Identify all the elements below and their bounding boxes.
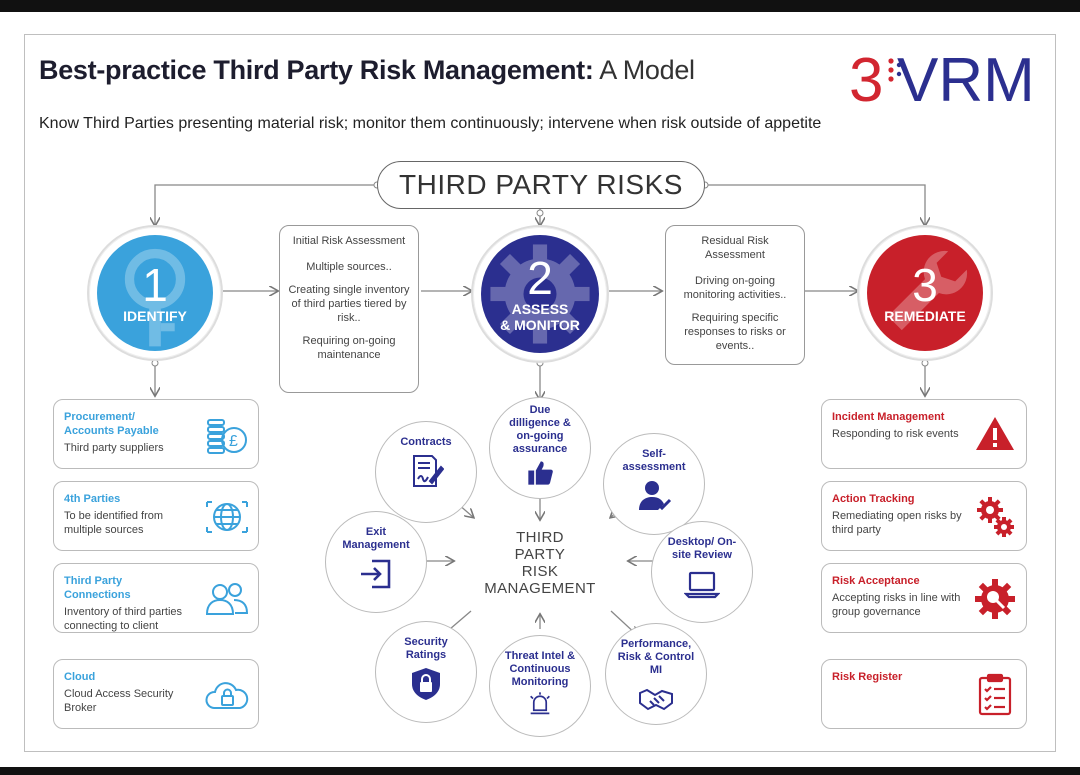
3vrm-logo: 3 VRM [849,46,1035,113]
card-4th-parties: 4th Parties To be identified from multip… [53,481,259,551]
wrench-icon [887,250,968,331]
initial-risk-line: Multiple sources.. [306,261,392,273]
ring-item-label: Threat Intel & Continuous Monitoring [504,650,576,688]
residual-risk-assessment-box: Residual Risk Assessment Driving on-goin… [665,225,805,365]
ring-center-line: MANAGEMENT [484,580,596,597]
ring-item-label: Exit Management [342,526,410,551]
logo-vrm: VRM [897,46,1035,113]
gear-icon [490,244,590,344]
card-incident-management: Incident Management Responding to risk e… [821,399,1027,469]
exit-icon [361,559,391,589]
page-title: Best-practice Third Party Risk Managemen… [39,55,695,85]
residual-risk-line: Driving on-going monitoring activities.. [683,275,787,301]
ring-item-contracts: Contracts [375,421,477,523]
card-title: Risk Register [832,671,903,683]
third-party-risks-hub: THIRD PARTY RISKS [377,161,705,209]
stage-assess-monitor: 2 ASSESS & MONITOR [471,225,609,363]
stage-remediate: 3 REMEDIATE [857,225,993,361]
key-icon [124,248,186,347]
stage-1-number: 1 [142,259,168,311]
card-risk-register: Risk Register [821,659,1027,729]
screenshot-frame: Best-practice Third Party Risk Managemen… [0,12,1080,767]
ring-item-label: Self-assessment [622,448,686,473]
ring-item-self-assessment: Self-assessment [603,433,705,535]
ring-center-label: THIRD PARTY RISK MANAGEMENT [465,529,615,597]
stage-2-number: 2 [527,252,553,304]
stage-3-label: REMEDIATE [884,308,966,324]
laptop-icon [684,571,720,599]
card-desc: To be identified from multiple sources [64,510,164,536]
card-desc: Remediating open risks by third party [832,510,962,536]
initial-risk-assessment-box: Initial Risk Assessment Multiple sources… [279,225,419,393]
cloud-lock-icon [205,682,249,709]
ring-center-line: RISK [521,563,559,580]
ring-item-label: Security Ratings [404,636,448,661]
card-third-party-connections: Third Party Connections Inventory of thi… [53,563,259,633]
gears-icon [977,497,1014,537]
ring-item-label: Contracts [400,436,452,448]
users-icon [205,583,249,615]
globe-icon [206,501,248,533]
thumbs-up-icon [528,461,553,485]
ring-item-security-ratings: Security Ratings [375,621,477,723]
card-title: Cloud [64,671,96,683]
stage-identify: 1 IDENTIFY [87,225,223,361]
stage-3-number: 3 [912,259,938,311]
card-desc: Inventory of third parties connecting to… [64,606,183,632]
initial-risk-heading: Initial Risk Assessment [292,235,406,247]
card-action-tracking: Action Tracking Remediating open risks b… [821,481,1027,551]
initial-risk-line: Creating single inventory of third parti… [288,284,410,324]
stage-2-label-line-2: & MONITOR [500,317,580,333]
ring-center-line: THIRD [516,529,564,546]
stage-2-label-line-1: ASSESS [511,301,569,317]
ring-item-exit-management: Exit Management [325,511,427,613]
gear-search-icon [975,579,1015,619]
card-risk-acceptance: Risk Acceptance Accepting risks in line … [821,563,1027,633]
ring-item-label: Desktop/ On-site Review [667,536,737,561]
card-title: 4th Parties [64,493,121,505]
card-title: Procurement/ Accounts Payable [64,411,159,437]
card-desc: Accepting risks in line with group gover… [832,592,961,618]
stage-1-label: IDENTIFY [123,308,187,324]
logo-3: 3 [849,46,883,113]
residual-risk-line: Requiring specific responses to risks or… [684,312,786,352]
initial-risk-line: Requiring on-going maintenance [302,335,396,361]
clipboard-icon [978,673,1012,716]
card-title: Risk Acceptance [832,575,920,587]
person-check-icon [639,481,672,511]
diagram-panel: Best-practice Third Party Risk Managemen… [24,34,1056,752]
card-cloud: Cloud Cloud Access Security Broker [53,659,259,729]
ring-item-label: Performance, Risk & Control MI [617,638,695,676]
contract-icon [413,455,444,487]
ring-center-line: PARTY [514,546,566,563]
coins-icon: £ [207,419,247,454]
ring-item-performance-mi: Performance, Risk & Control MI [605,623,707,725]
card-desc: Cloud Access Security Broker [64,688,174,714]
card-title: Third Party Connections [64,575,131,601]
svg-text:£: £ [229,433,238,450]
ring-item-threat-intel: Threat Intel & Continuous Monitoring [489,635,591,737]
page-subtitle: Know Third Parties presenting material r… [39,115,822,132]
ring-item-desktop-review: Desktop/ On-site Review [651,521,753,623]
shield-lock-icon [412,668,440,700]
card-desc: Responding to risk events [832,428,959,440]
card-desc: Third party suppliers [64,442,164,454]
ring-item-label: Due dilligence & on-going assurance [509,404,571,455]
card-procurement: Procurement/ Accounts Payable Third part… [53,399,259,469]
card-title: Action Tracking [832,493,915,505]
ring-item-due-diligence: Due dilligence & on-going assurance [489,397,591,499]
handshake-icon [639,688,673,711]
warning-icon [976,417,1014,450]
alarm-icon [530,692,550,715]
card-title: Incident Management [832,411,945,423]
residual-risk-heading: Residual Risk Assessment [701,235,769,261]
